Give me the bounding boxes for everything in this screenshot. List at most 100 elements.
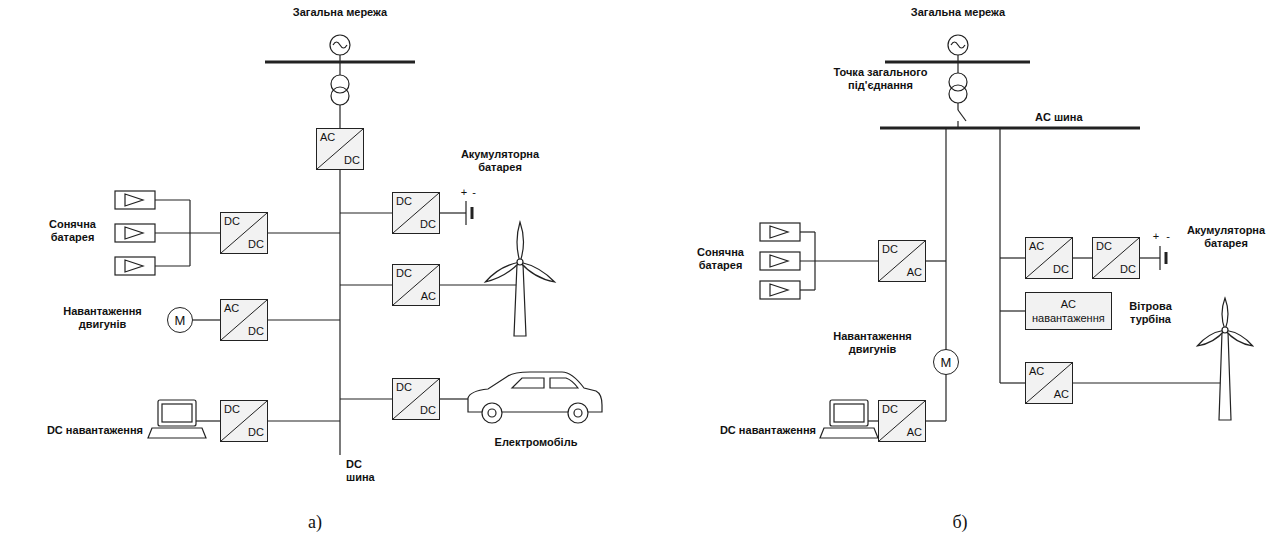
converter-diagonal-line (221, 300, 267, 340)
label-text: - (1163, 230, 1173, 243)
node-text: DC (420, 218, 436, 231)
solar-panel-mark (770, 284, 788, 296)
node-text: AC (1029, 240, 1044, 253)
label-text: Електромобіль (470, 436, 602, 449)
converter-box: ACDC (220, 299, 268, 341)
node-text: DC (224, 215, 240, 228)
converter-box: DCDC (220, 212, 268, 254)
converter-diagonal-line (879, 401, 925, 441)
turbine-blade (518, 259, 556, 285)
solar-panel-mark (125, 194, 143, 206)
label-text: Навантаження двигунів (815, 330, 930, 356)
node-text: DC (1053, 263, 1069, 276)
node-text: DC (248, 325, 264, 338)
label-text: Навантаження двигунів (45, 305, 160, 331)
label-text: DC шина (346, 458, 386, 484)
wire (1073, 382, 1222, 383)
converter-diagonal (221, 213, 267, 253)
converter-box: DC DC (1092, 237, 1140, 279)
label-text: Вітрова турбіна (1113, 300, 1188, 326)
solar-panel (760, 281, 800, 299)
wire (1140, 257, 1160, 258)
solar-panel (760, 223, 800, 241)
battery-plate (1165, 252, 1168, 264)
converter-box: DCAC (392, 264, 440, 306)
node-text: DC (1120, 263, 1136, 276)
label-text: Сонячна батарея (683, 246, 758, 272)
node-text: DC (882, 403, 898, 416)
car-wheel (482, 403, 502, 423)
converter-diagonal (879, 241, 925, 281)
converter-box: DCDC (392, 378, 440, 420)
turbine-hub (1222, 327, 1228, 333)
node-text: M (175, 314, 186, 327)
wire (339, 105, 340, 128)
converter-box: DCAC (878, 240, 926, 282)
wire (957, 103, 958, 110)
node-text: AC (1054, 388, 1069, 401)
node-text: M (941, 356, 952, 369)
wire (339, 62, 340, 75)
turbine-tower (514, 264, 526, 336)
node-text: DC (248, 426, 264, 439)
converter-box: DC AC (878, 400, 926, 442)
node-text: DC (882, 243, 898, 256)
turbine-hub (517, 259, 523, 265)
converter-diagonal-line (1093, 238, 1139, 278)
label-text: Акумуляторна батарея (1176, 224, 1276, 250)
turbine-tower (1219, 332, 1231, 420)
solar-panel (115, 224, 155, 242)
laptop-base (820, 428, 878, 438)
wire (814, 232, 815, 290)
label-text: а) (300, 512, 330, 532)
transformer-winding (949, 85, 967, 103)
converter-box: AC DC (316, 128, 364, 170)
label-text: б) (945, 512, 975, 532)
solar-panel (115, 257, 155, 275)
wire (926, 420, 946, 421)
label-text: Точка загального під'єднання (818, 66, 943, 92)
label-text: - (469, 186, 479, 199)
label-text: + (459, 186, 469, 199)
node-text: AC (907, 426, 922, 439)
node-text: DC (344, 154, 360, 167)
wire (440, 284, 517, 285)
converter-diagonal-line (317, 129, 363, 169)
node-text: DC (1096, 240, 1112, 253)
label-text: AC шина (1035, 111, 1115, 124)
converter-diagonal (221, 401, 267, 441)
wire (155, 232, 220, 233)
node-text: AC (320, 131, 335, 144)
load-box: AC навантаження (1025, 292, 1112, 330)
label-text: Акумуляторна батарея (445, 148, 555, 174)
wire (268, 232, 340, 233)
wire (196, 420, 220, 421)
laptop-base (148, 428, 206, 438)
wire (1000, 310, 1025, 311)
battery-plate (465, 201, 466, 225)
wire (340, 398, 392, 399)
switch-blade (958, 110, 966, 121)
generator-symbol (948, 35, 968, 55)
solar-panel-mark (125, 260, 143, 272)
label-text: Сонячна батарея (35, 218, 110, 244)
converter-box: DCDC (220, 400, 268, 442)
node-text: AC (421, 290, 436, 303)
generator-sine (333, 42, 347, 48)
wire (268, 319, 340, 320)
converter-diagonal (1026, 238, 1072, 278)
connector-wire (1073, 257, 1092, 258)
solar-panel-mark (770, 226, 788, 238)
wire (440, 212, 466, 213)
converter-box: DCDC (392, 192, 440, 234)
converter-diagonal (1026, 363, 1072, 403)
car-window (512, 378, 578, 388)
ac-bus-branch (945, 128, 946, 421)
converter-diagonal-line (393, 379, 439, 419)
solar-panel (760, 252, 800, 270)
